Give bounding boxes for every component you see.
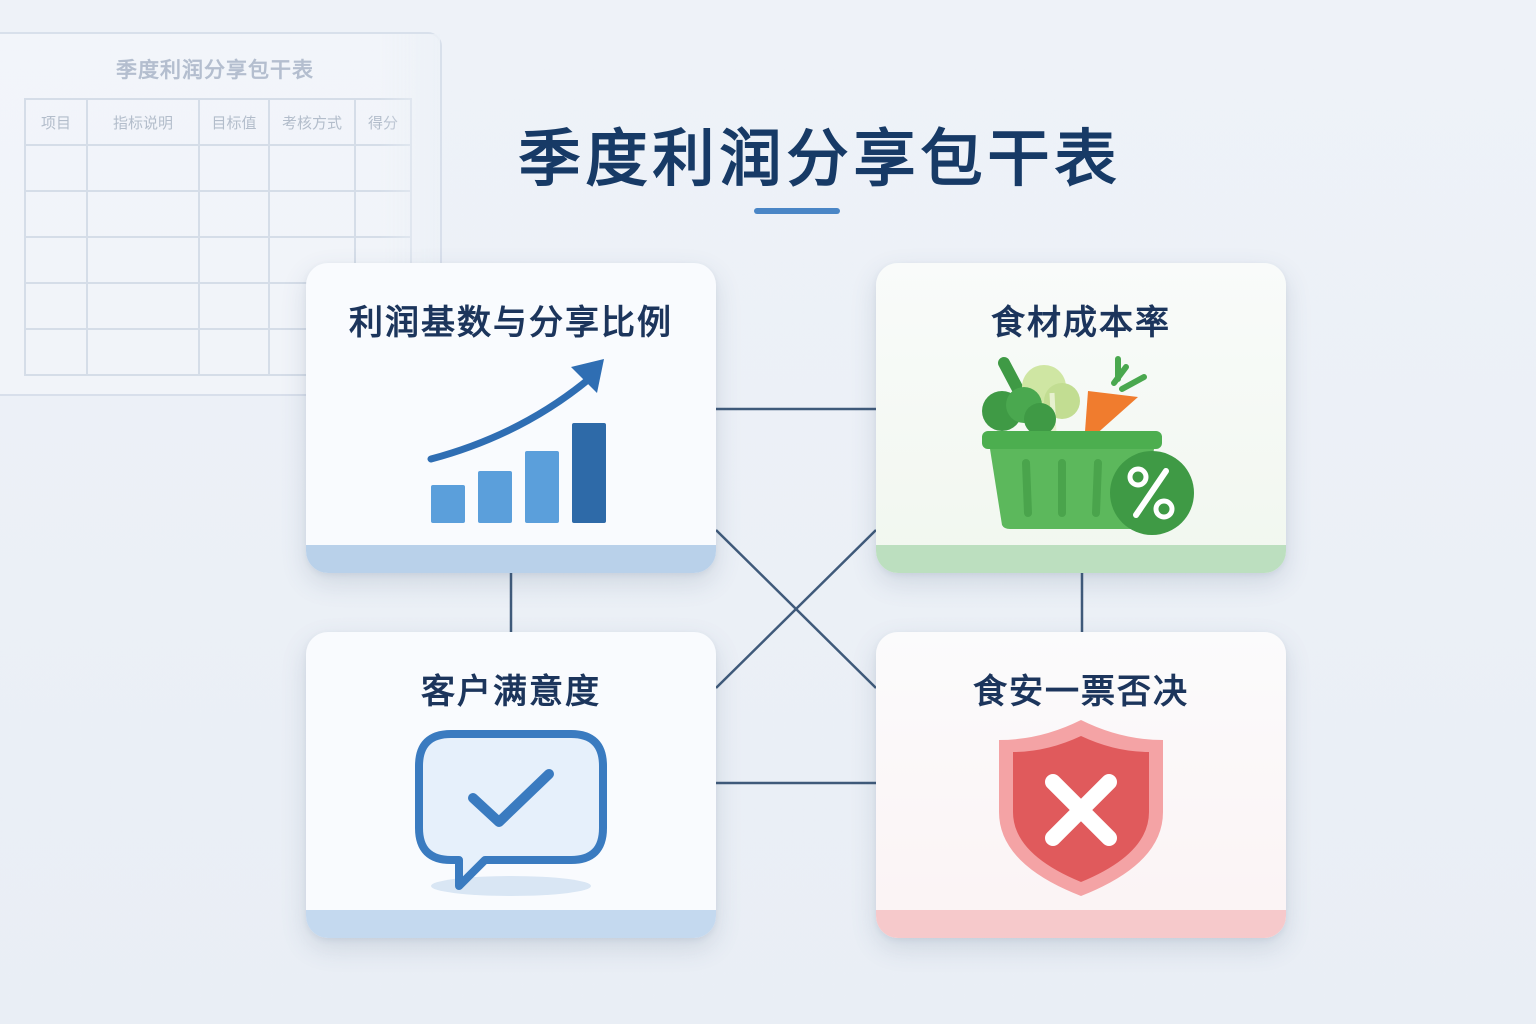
- card-customer-satisfaction[interactable]: 客户满意度: [306, 632, 716, 938]
- page-title: 季度利润分享包干表: [518, 122, 1122, 195]
- card-title: 食材成本率: [991, 303, 1171, 343]
- card-title: 客户满意度: [421, 672, 601, 712]
- growth-chart-icon: [427, 359, 606, 523]
- chat-check-icon: [415, 730, 607, 896]
- background-table-header: 项目: [24, 98, 88, 146]
- background-table-header: 指标说明: [86, 98, 200, 146]
- card-title: 利润基数与分享比例: [349, 303, 673, 343]
- background-table-title: 季度利润分享包干表: [116, 58, 314, 82]
- background-table-header: 目标值: [198, 98, 270, 146]
- shield-x-icon: [999, 720, 1163, 896]
- card-food-safety-veto[interactable]: 食安一票否决: [876, 632, 1286, 938]
- card-food-cost[interactable]: 食材成本率: [876, 263, 1286, 573]
- vegetable-basket-percent-icon: [982, 356, 1194, 535]
- card-title: 食安一票否决: [973, 672, 1189, 712]
- title-underline: [754, 208, 840, 214]
- background-table-header: 考核方式: [268, 98, 356, 146]
- connector-diagonal-2: [715, 529, 877, 689]
- card-profit-base[interactable]: 利润基数与分享比例: [306, 263, 716, 573]
